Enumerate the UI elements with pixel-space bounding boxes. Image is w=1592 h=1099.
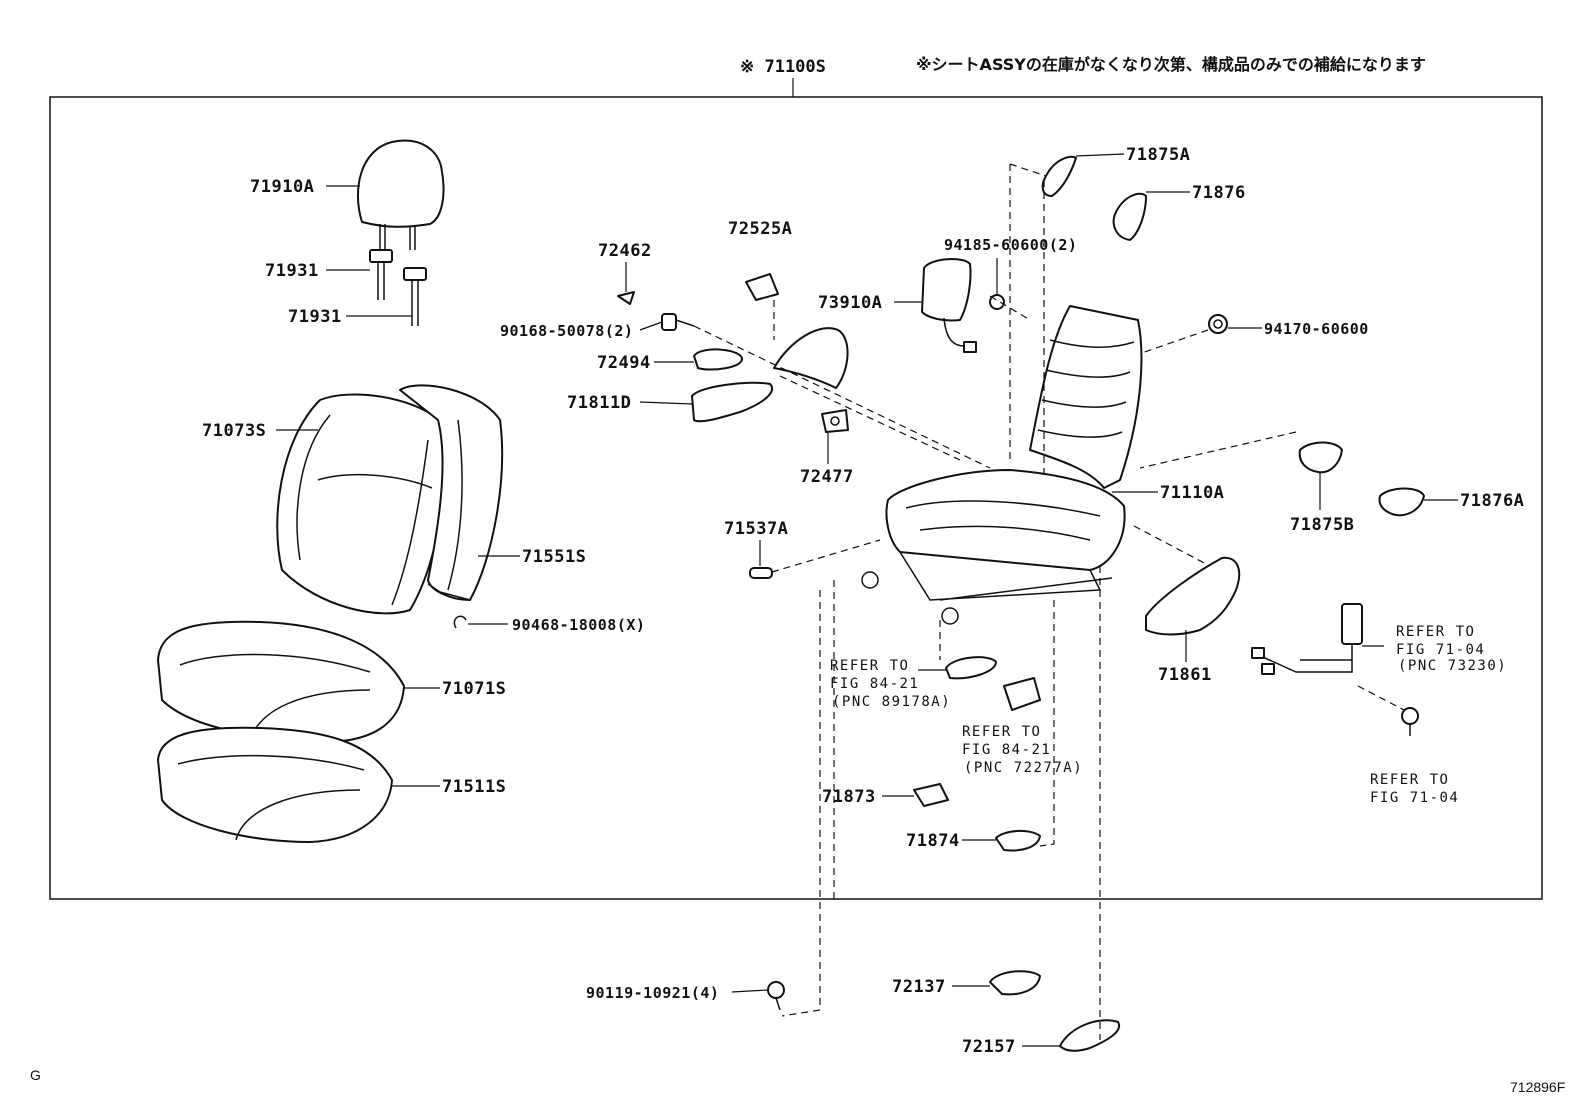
sensor-72277A[interactable] xyxy=(1003,677,1041,711)
label-71875B[interactable]: 71875B xyxy=(1290,515,1354,535)
illustration-number: 712896F xyxy=(1510,1079,1565,1095)
label-71551S[interactable]: 71551S xyxy=(522,547,586,567)
seat-cushion-pad[interactable] xyxy=(157,726,393,843)
side-cover-71811D[interactable] xyxy=(691,381,773,423)
cover-71876A[interactable] xyxy=(1378,487,1425,517)
dash-71861 xyxy=(1133,525,1211,567)
seat-back-cover[interactable] xyxy=(276,393,446,615)
dash-vertical-90119 xyxy=(781,590,821,1017)
label-71876[interactable]: 71876 xyxy=(1192,183,1246,203)
label-71537A[interactable]: 71537A xyxy=(724,519,788,539)
headrest-support-left[interactable] xyxy=(369,249,393,300)
label-71511S[interactable]: 71511S xyxy=(442,777,506,797)
assembly-frame xyxy=(49,96,1543,900)
label-90119[interactable]: 90119-10921(4) xyxy=(586,984,719,1002)
ref2-line1: REFER TO xyxy=(962,724,1041,740)
supply-note: ※シートASSYの在庫がなくなり次第、構成品のみでの補給になります xyxy=(916,55,1426,74)
cover-72157[interactable] xyxy=(1059,1019,1121,1052)
dash-knob-frame xyxy=(779,375,961,461)
screw-90168[interactable] xyxy=(661,313,695,331)
knob-72494[interactable] xyxy=(693,348,743,371)
clip-90468[interactable] xyxy=(453,615,467,629)
assembly-label: ※ 71100S xyxy=(740,57,826,77)
ref3-line3: (PNC 73230) xyxy=(1398,658,1507,674)
label-71811D[interactable]: 71811D xyxy=(567,393,631,413)
label-71071S[interactable]: 71071S xyxy=(442,679,506,699)
ref4-line2: FIG 71-04 xyxy=(1370,790,1459,806)
cover-71875A[interactable] xyxy=(1041,155,1077,197)
label-71910A[interactable]: 71910A xyxy=(250,177,314,197)
label-71931a[interactable]: 71931 xyxy=(265,261,319,281)
leader-71811D xyxy=(639,401,693,405)
seat-belt-buckle[interactable] xyxy=(1251,603,1363,675)
dash-71537A xyxy=(771,539,881,573)
cover-71875B[interactable] xyxy=(1298,441,1343,474)
cover-72477[interactable] xyxy=(821,409,849,433)
bolt-90119[interactable] xyxy=(767,981,785,1011)
leader-71875A xyxy=(1075,153,1125,157)
leader-90119 xyxy=(731,989,769,993)
label-72462[interactable]: 72462 xyxy=(598,241,652,261)
ref2-line2: FIG 84-21 xyxy=(962,742,1051,758)
dash-71875B xyxy=(1139,431,1297,469)
cover-72137[interactable] xyxy=(989,970,1041,996)
seat-cushion-cover[interactable] xyxy=(157,620,405,743)
dash-94185 xyxy=(989,295,1031,321)
label-71876A[interactable]: 71876A xyxy=(1460,491,1524,511)
side-shield-71861[interactable] xyxy=(1145,556,1241,636)
reference-72277A[interactable]: REFER TO FIG 84-21 (PNC 72277A) xyxy=(962,724,1083,776)
label-71875A[interactable]: 71875A xyxy=(1126,145,1190,165)
dash-screw-frame xyxy=(693,325,991,469)
leader-90168 xyxy=(639,321,663,331)
label-72525A[interactable]: 72525A xyxy=(728,219,792,239)
label-71873[interactable]: 71873 xyxy=(822,787,876,807)
connector-89178A[interactable] xyxy=(945,656,997,680)
cap-72462[interactable] xyxy=(617,291,635,305)
label-90168[interactable]: 90168-50078(2) xyxy=(500,322,633,340)
bracket-72525A[interactable] xyxy=(745,273,779,301)
label-72157[interactable]: 72157 xyxy=(962,1037,1016,1057)
side-airbag-73910A[interactable] xyxy=(921,258,977,353)
ref1-line3: (PNC 89178A) xyxy=(832,694,951,710)
label-94185[interactable]: 94185-60600(2) xyxy=(944,236,1077,254)
ref3-line1: REFER TO xyxy=(1396,624,1475,640)
cover-71876[interactable] xyxy=(1112,192,1147,241)
reference-71-04[interactable]: REFER TO FIG 71-04 xyxy=(1370,772,1459,806)
label-72494[interactable]: 72494 xyxy=(597,353,651,373)
bracket-71874[interactable] xyxy=(995,830,1041,852)
label-72477[interactable]: 72477 xyxy=(800,467,854,487)
reference-89178A[interactable]: REFER TO FIG 84-21 (PNC 89178A) xyxy=(830,658,951,710)
label-71110A[interactable]: 71110A xyxy=(1160,483,1224,503)
recliner-cover[interactable] xyxy=(773,327,849,389)
reference-73230[interactable]: REFER TO FIG 71-04 (PNC 73230) xyxy=(1396,624,1507,674)
label-71931b[interactable]: 71931 xyxy=(288,307,342,327)
label-90468[interactable]: 90468-18008(X) xyxy=(512,616,645,634)
label-71874[interactable]: 71874 xyxy=(906,831,960,851)
ref1-line2: FIG 84-21 xyxy=(830,676,919,692)
ref1-line1: REFER TO xyxy=(830,658,909,674)
ref3-line2: FIG 71-04 xyxy=(1396,642,1485,658)
nut-94170[interactable] xyxy=(1208,314,1228,334)
dash-71875A xyxy=(1009,163,1047,177)
label-94170[interactable]: 94170-60600 xyxy=(1264,320,1369,338)
label-71861[interactable]: 71861 xyxy=(1158,665,1212,685)
dash-bolt xyxy=(1357,685,1405,711)
seat-back-pad[interactable] xyxy=(399,384,504,601)
label-71073S[interactable]: 71073S xyxy=(202,421,266,441)
label-72137[interactable]: 72137 xyxy=(892,977,946,997)
seat-frame-71110A[interactable] xyxy=(861,305,1143,625)
label-73910A[interactable]: 73910A xyxy=(818,293,882,313)
ref4-line1: REFER TO xyxy=(1370,772,1449,788)
buckle-bolt[interactable] xyxy=(1401,707,1419,736)
headrest[interactable] xyxy=(356,139,445,250)
footer-left: G xyxy=(30,1067,41,1083)
cap-71537A[interactable] xyxy=(749,567,773,579)
bracket-71873[interactable] xyxy=(913,783,949,807)
headrest-support-right[interactable] xyxy=(403,267,427,326)
dash-vertical-71874 xyxy=(1039,600,1055,847)
ref2-line3: (PNC 72277A) xyxy=(964,760,1083,776)
